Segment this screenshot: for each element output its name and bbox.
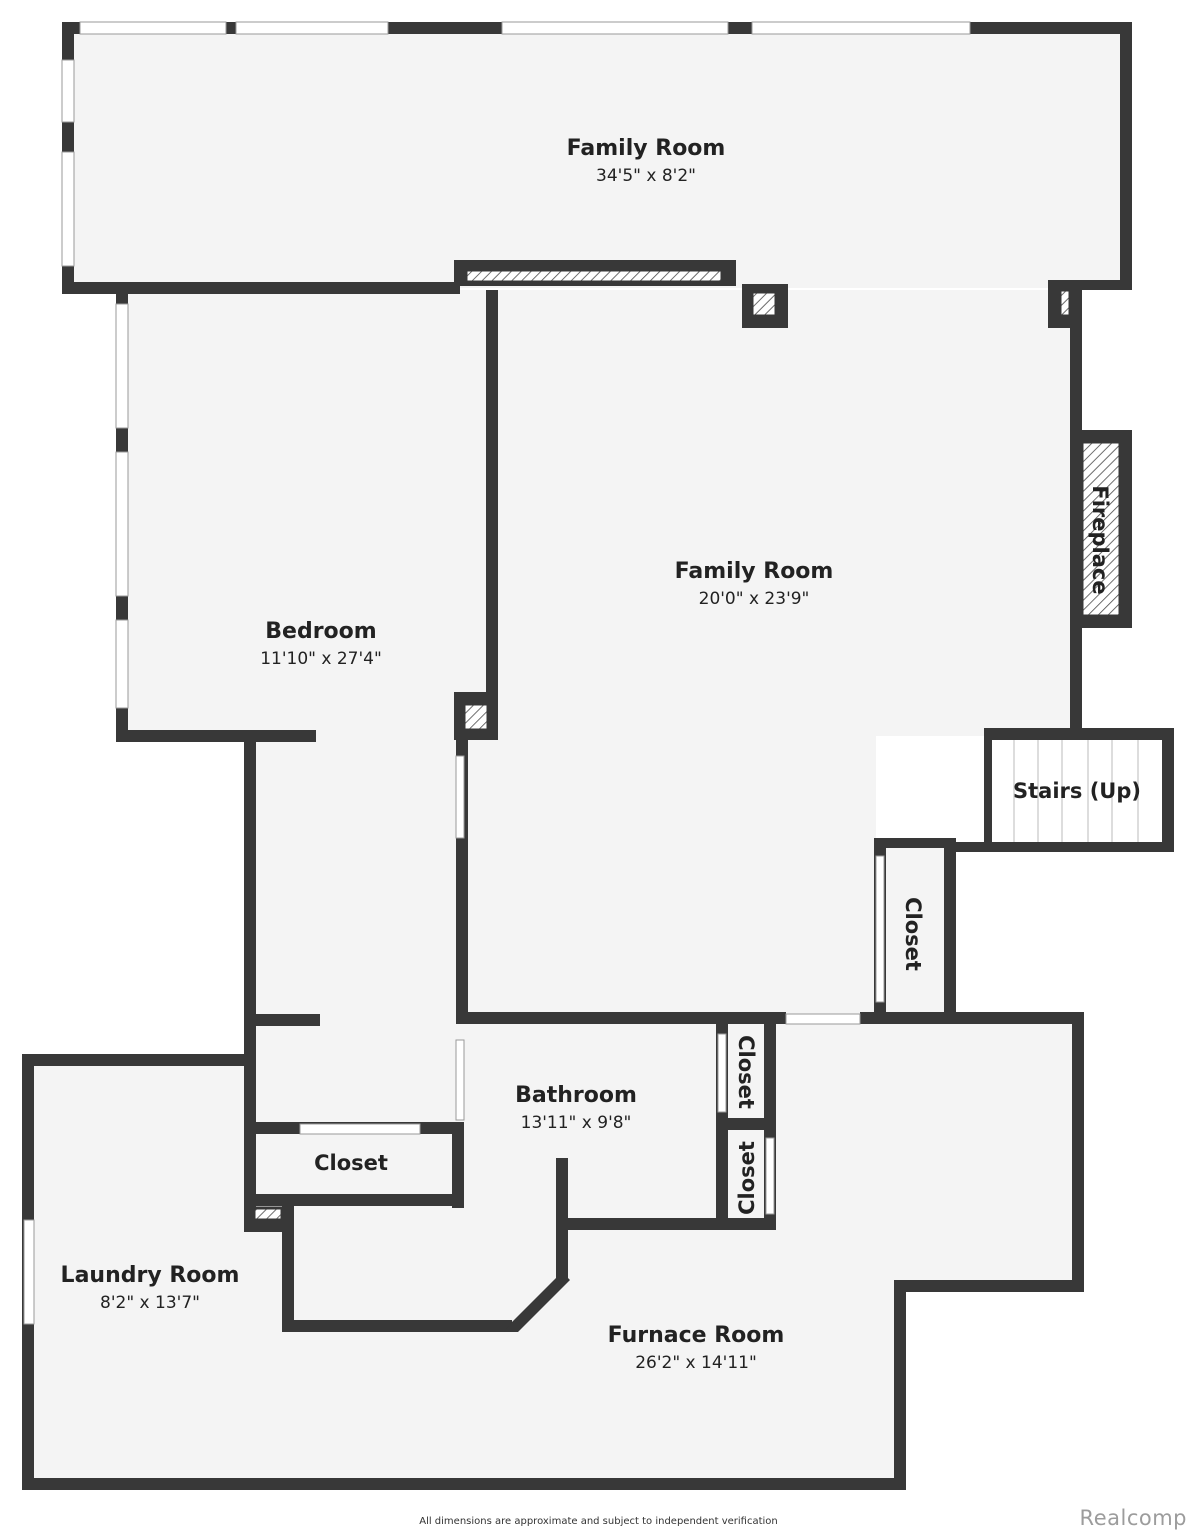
bathroom-dims: 13'11" x 9'8"	[521, 1113, 632, 1133]
closet-bath-lower-label: Closet	[735, 1141, 759, 1215]
column-bedroom	[462, 702, 490, 732]
family-room-top-name: Family Room	[567, 136, 726, 161]
laundry-room-name: Laundry Room	[61, 1263, 240, 1288]
column-right	[1058, 288, 1072, 318]
stairs-label: Stairs (Up)	[1013, 779, 1141, 803]
closet-family-label: Closet	[901, 897, 925, 971]
stairs	[992, 740, 1162, 842]
windows	[23, 21, 971, 1325]
fireplace-label: Fireplace	[1088, 485, 1112, 594]
bedroom-name: Bedroom	[265, 619, 376, 644]
hearth-top	[464, 268, 724, 284]
room-labels: Family Room 34'5" x 8'2" Family Room 20'…	[61, 136, 1141, 1373]
family-room-main-dims: 20'0" x 23'9"	[699, 589, 810, 609]
column-top	[750, 290, 778, 318]
hatched-features	[252, 268, 1122, 1222]
floor-fills	[30, 30, 1168, 1482]
furnace-room-name: Furnace Room	[608, 1323, 785, 1348]
furnace-room-dims: 26'2" x 14'11"	[635, 1353, 757, 1373]
fireplace-hatch	[1080, 440, 1122, 618]
family-room-main-name: Family Room	[675, 559, 834, 584]
brand-logo: Realcomp	[1079, 1506, 1187, 1530]
closet-bedroom-label: Closet	[314, 1151, 388, 1175]
bedroom-dims: 11'10" x 27'4"	[260, 649, 382, 669]
column-laundry	[252, 1206, 284, 1222]
laundry-room-dims: 8'2" x 13'7"	[100, 1293, 200, 1313]
family-room-top-dims: 34'5" x 8'2"	[596, 166, 696, 186]
closet-bath-upper-label: Closet	[734, 1035, 758, 1109]
disclaimer: All dimensions are approximate and subje…	[419, 1516, 778, 1527]
bathroom-name: Bathroom	[515, 1083, 637, 1108]
